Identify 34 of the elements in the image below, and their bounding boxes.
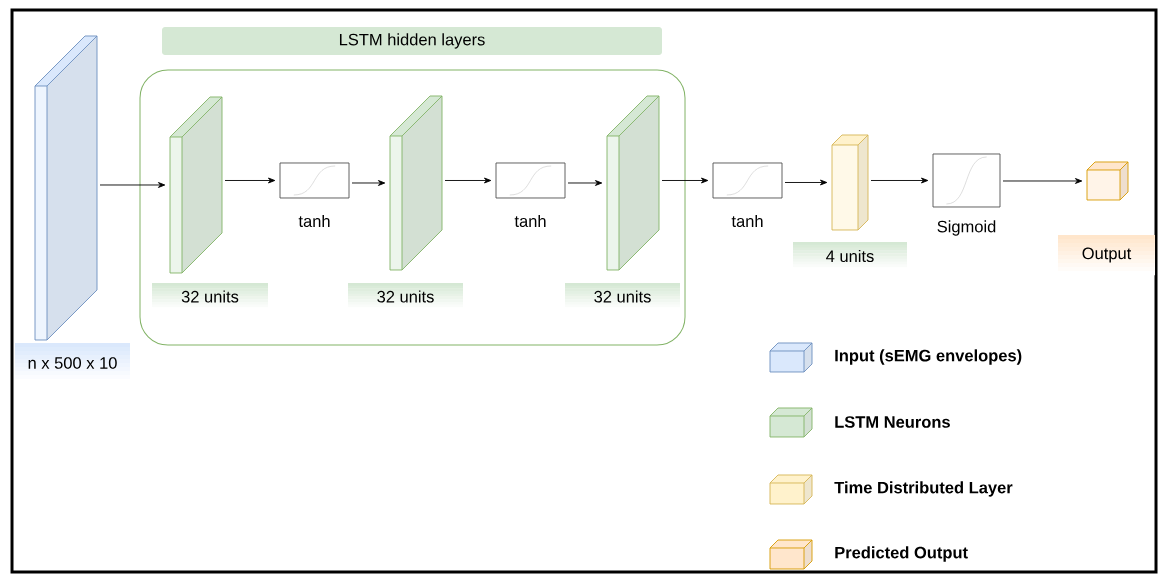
arrow [567,180,603,186]
activation-box [495,162,566,199]
size-label: 4 units [793,242,907,271]
group-title: LSTM hidden layers [162,27,662,55]
function-label: tanh [731,214,763,228]
arrow [1002,178,1083,184]
function-label: tanh [514,214,546,228]
size-label: Output [1058,235,1155,276]
size-label: 32 units [348,283,463,311]
layer-slab [606,95,660,271]
layer-slab [831,134,869,231]
layer-slab [169,96,223,274]
arrow [351,180,386,186]
size-label: 32 units [152,283,268,311]
size-label: 32 units [565,283,680,311]
arrow [444,177,492,184]
layer-slab [389,95,443,271]
activation-box [932,153,1001,208]
arrow [784,179,828,186]
arrow [870,177,929,184]
activation-box [279,162,350,199]
arrow [661,177,709,184]
size-label: n x 500 x 10 [15,343,130,384]
function-label: Sigmoid [937,220,996,236]
layer-slab [34,35,98,341]
activation-box [712,162,783,199]
output-cube [1086,161,1129,201]
arrow [224,177,276,184]
legend-label: Input (sEMG envelopes) [835,349,1022,365]
arrow [99,182,166,188]
legend-label: Time Distributed Layer [834,481,1013,497]
legend-label: Predicted Output [835,546,968,562]
legend-label: LSTM Neurons [835,416,950,428]
function-label: tanh [298,214,330,228]
